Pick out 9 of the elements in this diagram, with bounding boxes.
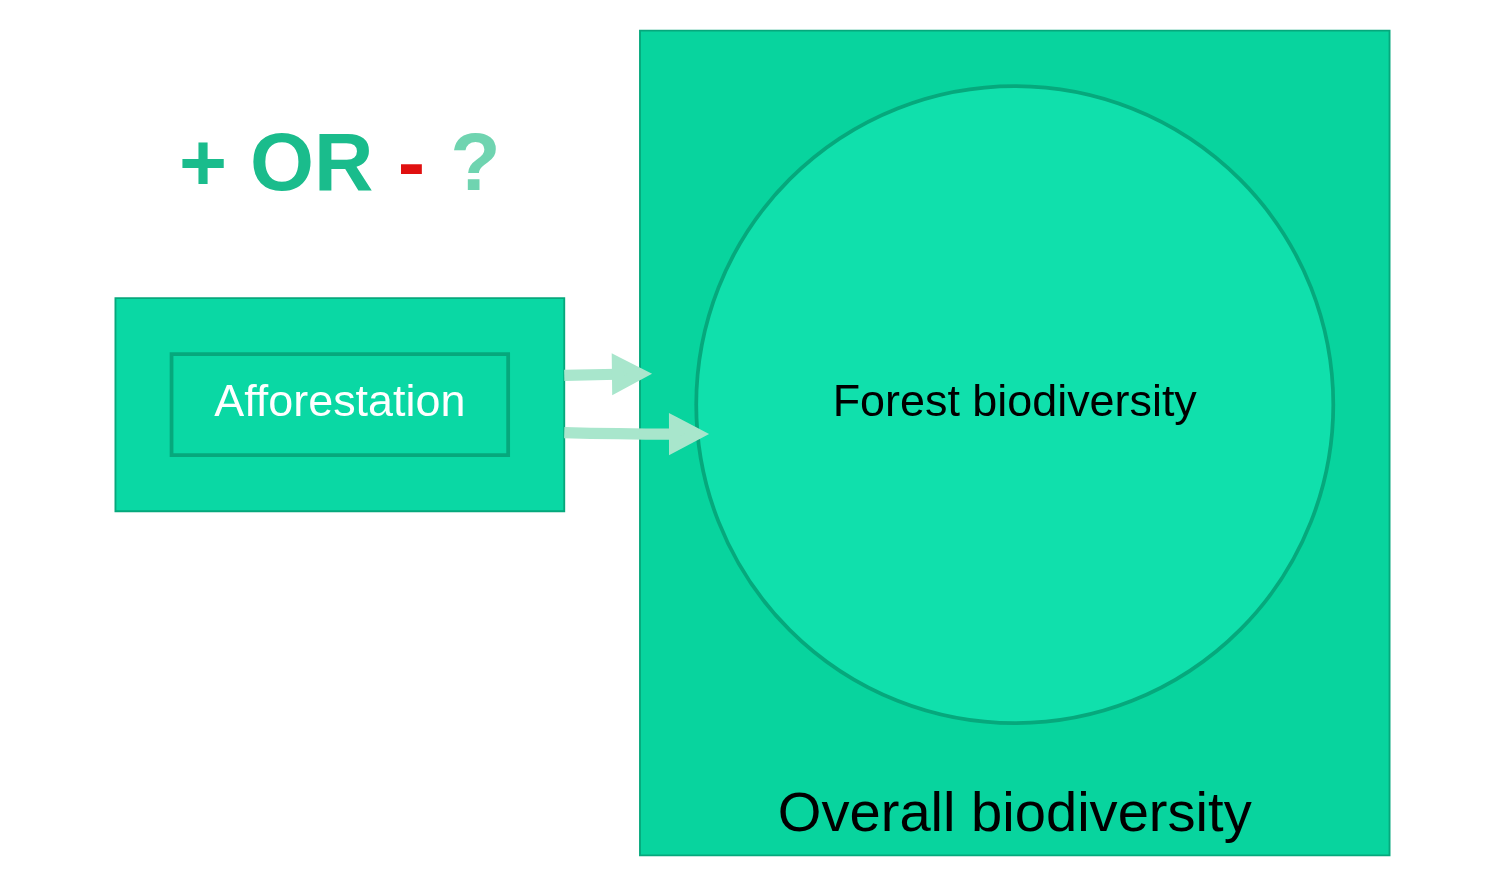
label: +	[178, 115, 227, 207]
label: -	[397, 115, 425, 207]
node-box: Afforestation	[169, 352, 510, 458]
label: ?	[449, 115, 500, 207]
label: OR	[249, 115, 373, 207]
cluster	[114, 297, 565, 513]
arrow	[563, 353, 652, 396]
node-circle: Forest biodiversity	[693, 84, 1335, 726]
arrow	[563, 413, 709, 456]
